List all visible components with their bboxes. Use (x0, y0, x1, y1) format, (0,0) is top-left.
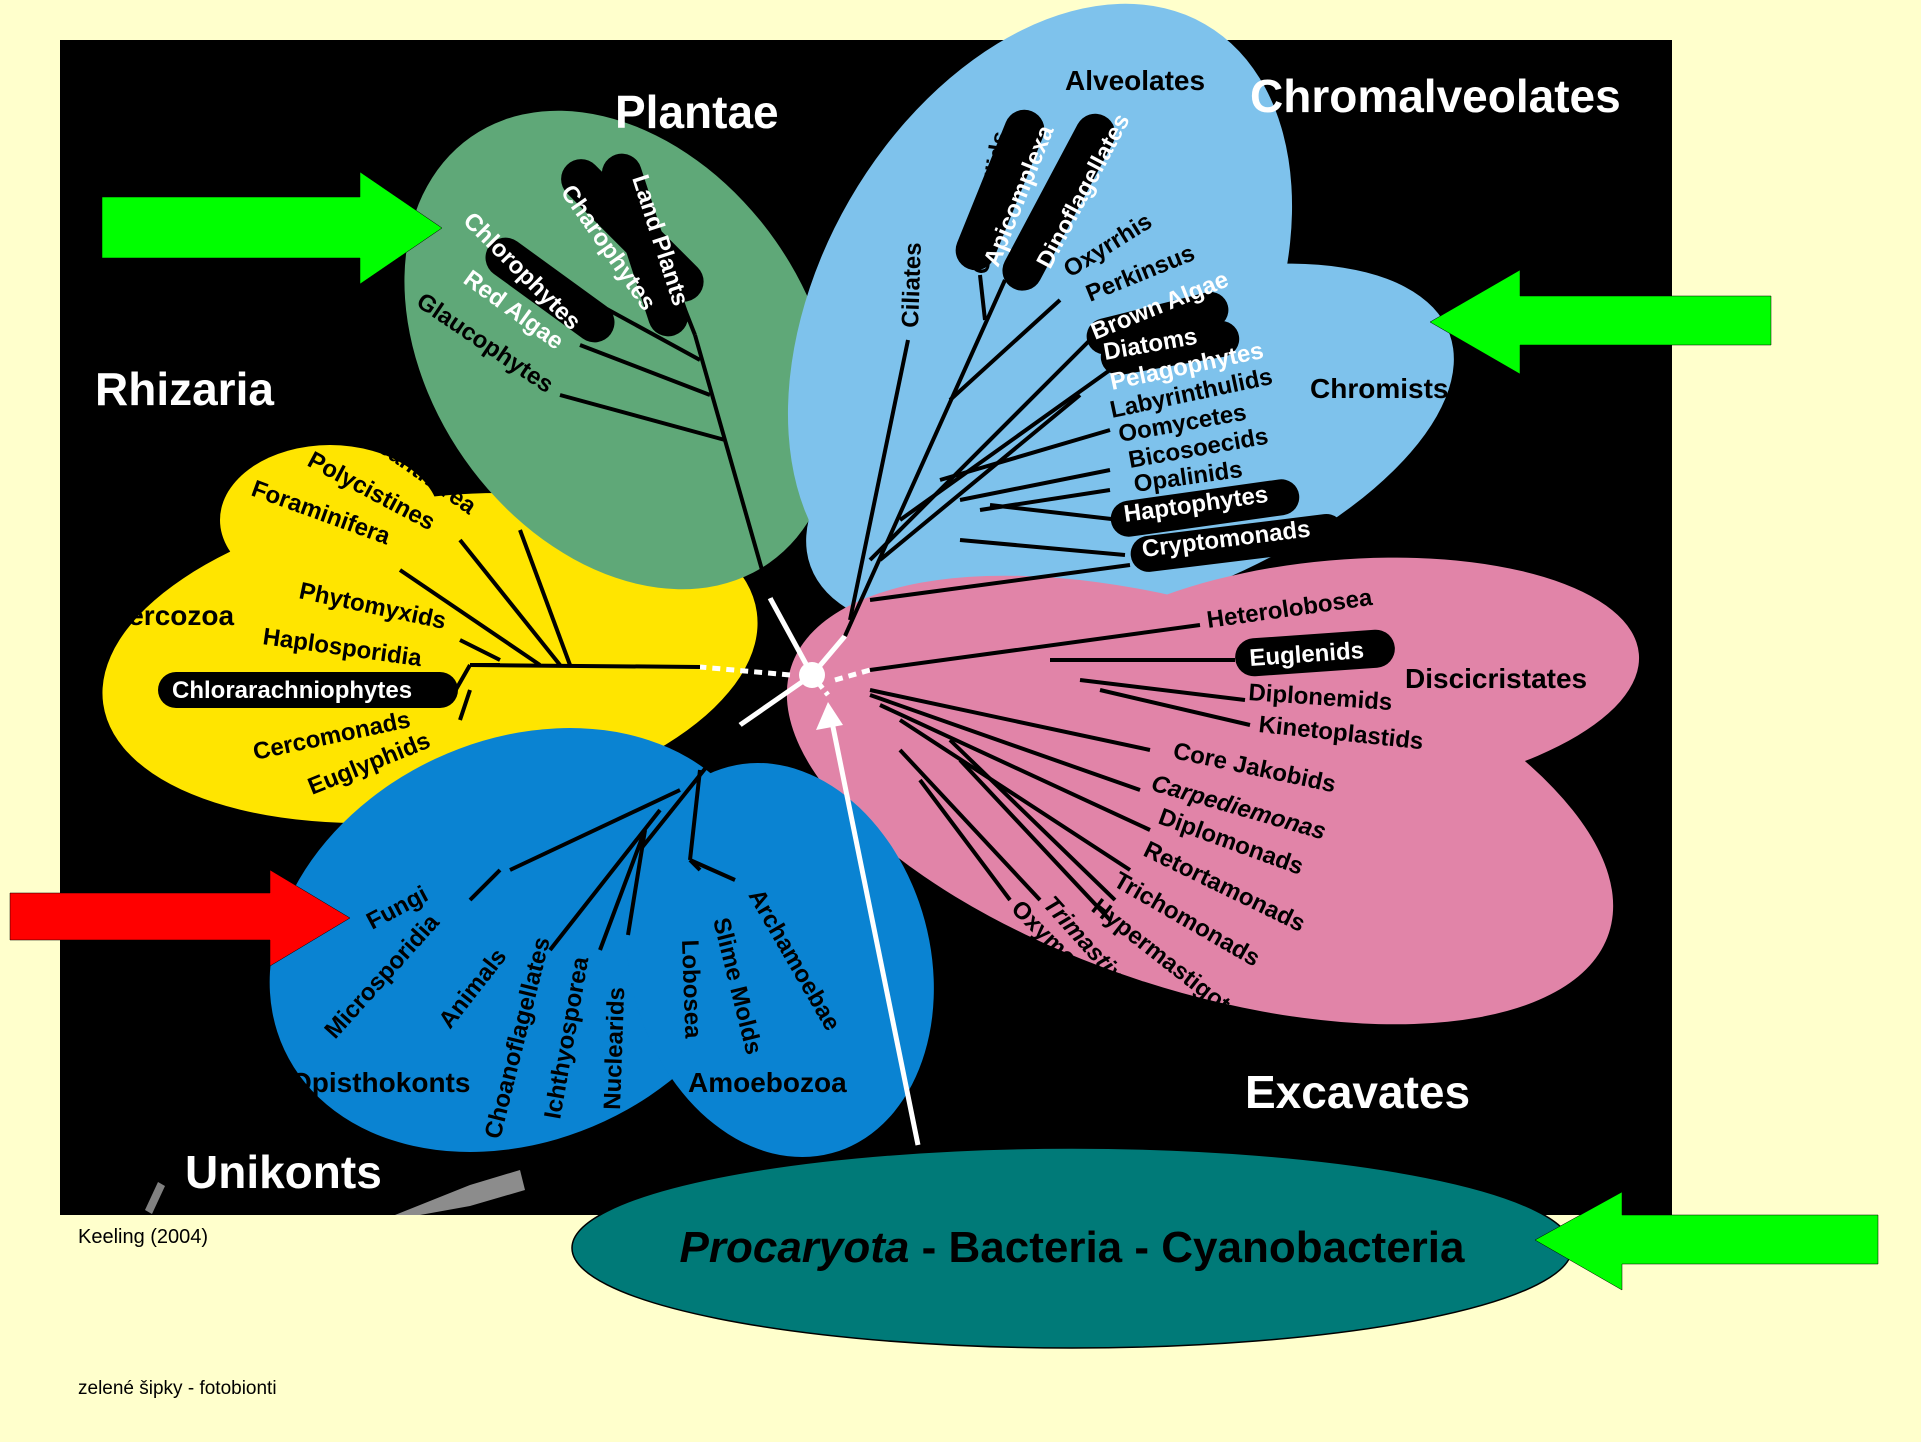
subgroup-amoebozoa: Amoebozoa (688, 1067, 847, 1098)
group-plantae-title: Plantae (615, 86, 779, 138)
taxon-ciliates: Ciliates (897, 242, 927, 328)
group-chromalveolates-title: Chromalveolates (1250, 70, 1621, 122)
subgroup-cercozoa: Cercozoa (108, 600, 234, 631)
procaryota-italic: Procaryota (680, 1223, 910, 1272)
procaryota-label: Procaryota - Bacteria - Cyanobacteria (680, 1223, 1466, 1272)
subgroup-chromists: Chromists (1310, 373, 1448, 404)
subgroup-opisthokonts: Opisthokonts (290, 1067, 470, 1098)
taxon-nuclearids: Nuclearids (599, 987, 630, 1111)
group-rhizaria-title: Rhizaria (95, 363, 274, 415)
taxon-lobosea: Lobosea (676, 939, 706, 1039)
tree-root-node (799, 662, 825, 688)
taxon-chlorarachniophytes: Chlorarachniophytes (172, 677, 412, 704)
citation-caption: Keeling (2004) (78, 1226, 208, 1249)
legend-note: zelené šipky - fotobionti (78, 1378, 277, 1400)
subgroup-alveolates: Alveolates (1065, 65, 1205, 96)
subgroup-discicristates: Discicristates (1405, 663, 1587, 694)
group-unikonts-title: Unikonts (185, 1146, 382, 1198)
group-excavates-title: Excavates (1245, 1066, 1470, 1118)
procaryota-rest: - Bacteria - Cyanobacteria (909, 1223, 1465, 1272)
